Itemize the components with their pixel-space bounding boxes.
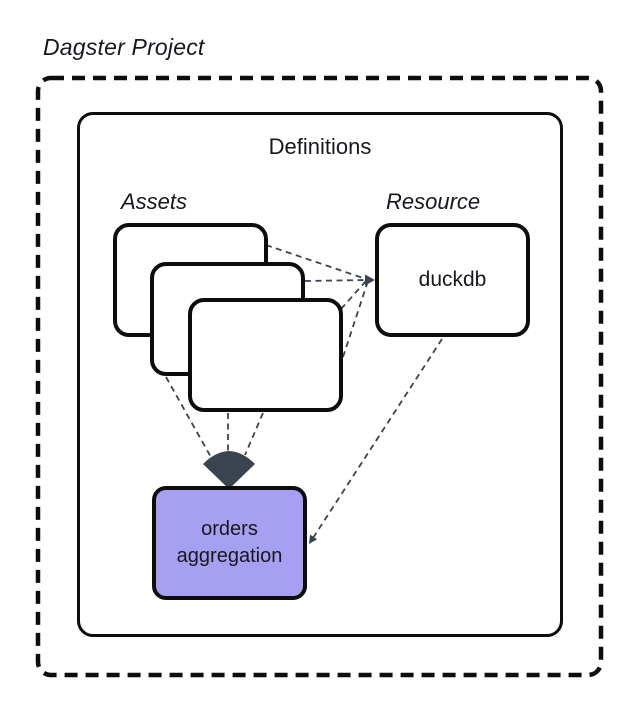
asset-card-front [188, 298, 343, 412]
asset-back-to-duckdb-connector [265, 244, 367, 280]
orders-aggregation-label-line2: aggregation [176, 545, 283, 567]
asset-back-to-orders-connector [165, 376, 213, 460]
duckdb-to-orders-connector [312, 338, 443, 539]
duckdb-resource-box: duckdb [375, 223, 530, 337]
asset-front-to-orders-connector [244, 412, 264, 456]
definitions-label: Definitions [268, 134, 372, 159]
diagram-title: Dagster Project [43, 34, 205, 60]
assets-group-label: Assets [121, 189, 188, 214]
orders-aggregation-box: orders aggregation [152, 486, 307, 600]
duckdb-resource-label: duckdb [418, 268, 487, 291]
orders-aggregation-label-line1: orders [201, 518, 258, 540]
duckdb-arrowhead-icon [365, 274, 375, 286]
asset-front-side-to-duckdb-connector [342, 283, 368, 358]
fan-arrowhead-icon [203, 451, 255, 489]
project-dashed-border [35, 75, 604, 678]
definitions-box [77, 112, 563, 637]
orders-arrowhead-icon [309, 534, 318, 544]
resource-group-label: Resource [386, 189, 481, 214]
